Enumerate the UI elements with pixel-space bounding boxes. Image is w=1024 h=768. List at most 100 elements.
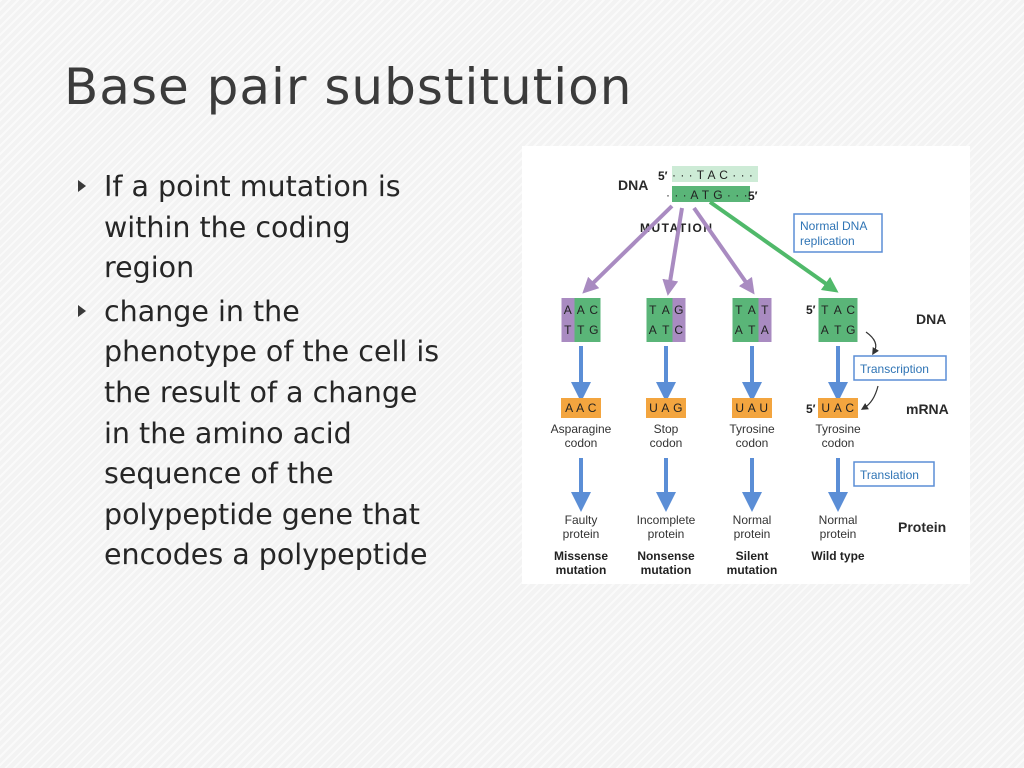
normal-replication-arrow [708, 200, 839, 293]
bullet-line: in the amino acid [104, 416, 352, 450]
codon-label-line-1: Stop [654, 422, 679, 436]
normal-replication-line-2: replication [800, 234, 855, 248]
transcription-label: Transcription [860, 362, 929, 376]
dna-base-bottom: T [564, 323, 572, 337]
mrna-codon: U A U [735, 401, 768, 415]
dna-top-5prime-2: 5′ [748, 189, 758, 203]
dna-base-cell [831, 298, 845, 342]
mutation-arrow-1 [582, 204, 674, 294]
mrna-curve-arrow [860, 385, 879, 410]
mutation-type-line-2: mutation [641, 563, 692, 577]
mrna-5prime-mark: 5′ [806, 402, 816, 416]
bullet-line: sequence of the [104, 457, 334, 491]
dna-base-cell [574, 298, 588, 342]
dna-5prime-mark: 5′ [806, 303, 816, 317]
dna-base-bottom: T [577, 323, 585, 337]
bullet-line: encodes a polypeptide [104, 538, 428, 572]
dna-base-top: A [834, 303, 843, 317]
bullet-arrow-icon [78, 180, 86, 192]
dna-base-top: A [662, 303, 671, 317]
bullet-line: phenotype of the cell is [104, 335, 440, 369]
dna-base-top: A [748, 303, 757, 317]
dna-base-cell [646, 298, 660, 342]
bullet-line: region [104, 251, 195, 285]
dna-base-top: A [577, 303, 586, 317]
dna-top-strand2-box [672, 186, 750, 202]
dna-base-cell [672, 298, 686, 342]
dna-base-top: T [649, 303, 657, 317]
dna-base-bottom: G [589, 323, 599, 337]
bullet-line: the result of a change [104, 375, 418, 409]
mutation-diagram: DNA 5′ · · · T A C · · · · · · A T G · ·… [522, 146, 970, 584]
mutation-label: MUTATION [640, 221, 714, 235]
protein-label-line-2: protein [820, 527, 857, 541]
normal-replication-line-1: Normal DNA [800, 219, 867, 233]
slide-title: Base pair substitution [64, 58, 633, 116]
codon-label-line-2: codon [650, 436, 683, 450]
dna-base-cell [732, 298, 746, 342]
protein-label-line-2: protein [563, 527, 600, 541]
dna-base-bottom: T [662, 323, 670, 337]
row-label-protein: Protein [898, 519, 946, 535]
mrna-codon-box [732, 398, 772, 418]
mutation-arrow-3 [692, 206, 755, 295]
mrna-codon-box [646, 398, 686, 418]
dna-base-cell [818, 298, 832, 342]
codon-label-line-2: codon [736, 436, 769, 450]
transcription-box [853, 355, 947, 381]
codon-label-line-1: Asparagine [551, 422, 612, 436]
bullet-line: If a point mutation is [104, 170, 401, 203]
mrna-codon-box [561, 398, 601, 418]
dna-base-cell [844, 298, 858, 342]
mutation-diagram-svg: DNA 5′ · · · T A C · · · · · · A T G · ·… [551, 166, 949, 577]
dna-base-top: G [674, 303, 684, 317]
dna-base-cell [745, 298, 759, 342]
protein-label-line-2: protein [734, 527, 771, 541]
codon-label-line-2: codon [565, 436, 598, 450]
bullet-line: change in the [104, 294, 300, 328]
protein-label-line-1: Faulty [565, 513, 598, 527]
dna-base-cell [561, 298, 575, 342]
dna-base-cell [587, 298, 601, 342]
bullet-line: within the coding [104, 210, 351, 244]
translation-box [853, 461, 935, 487]
dna-base-top: C [589, 303, 598, 317]
dna-base-bottom: T [834, 323, 842, 337]
mutation-arrow-2 [662, 207, 684, 296]
dna-base-bottom: C [674, 323, 683, 337]
dna-base-top: T [761, 303, 769, 317]
bullet-item: If a point mutation is within the coding… [74, 167, 514, 289]
bullet-line: polypeptide gene that [104, 497, 420, 531]
dna-top-5prime-1: 5′ [658, 169, 668, 183]
mutation-type-line-1: Wild type [811, 549, 865, 563]
row-label-mrna: mRNA [906, 401, 949, 417]
protein-label-line-1: Incomplete [637, 513, 696, 527]
mutation-type-line-1: Silent [736, 549, 769, 563]
dna-base-top: T [735, 303, 743, 317]
bullet-list: If a point mutation is within the coding… [74, 167, 514, 579]
dna-top-label: DNA [618, 177, 648, 193]
dna-base-cell [758, 298, 772, 342]
protein-label-line-1: Normal [819, 513, 858, 527]
codon-label-line-1: Tyrosine [815, 422, 861, 436]
protein-label-line-2: protein [648, 527, 685, 541]
mrna-codon: U A C [821, 401, 854, 415]
dna-base-bottom: A [649, 323, 658, 337]
normal-replication-box [793, 213, 883, 253]
mutation-type-line-1: Nonsense [637, 549, 695, 563]
translation-label: Translation [860, 468, 919, 482]
dna-base-cell [659, 298, 673, 342]
dna-base-bottom: A [761, 323, 770, 337]
transcription-curve-arrow [865, 331, 879, 356]
dna-base-top: T [821, 303, 829, 317]
mrna-codon: A A C [565, 401, 597, 415]
dna-base-bottom: G [846, 323, 856, 337]
mrna-codon-box [818, 398, 858, 418]
bullet-item: change in the phenotype of the cell is t… [74, 292, 514, 576]
mutation-type-line-2: mutation [556, 563, 607, 577]
dna-base-bottom: T [748, 323, 756, 337]
dna-top-strand2: · · · A T G · · · [666, 188, 748, 202]
codon-label-line-1: Tyrosine [729, 422, 775, 436]
mutation-type-line-1: Missense [554, 549, 608, 563]
